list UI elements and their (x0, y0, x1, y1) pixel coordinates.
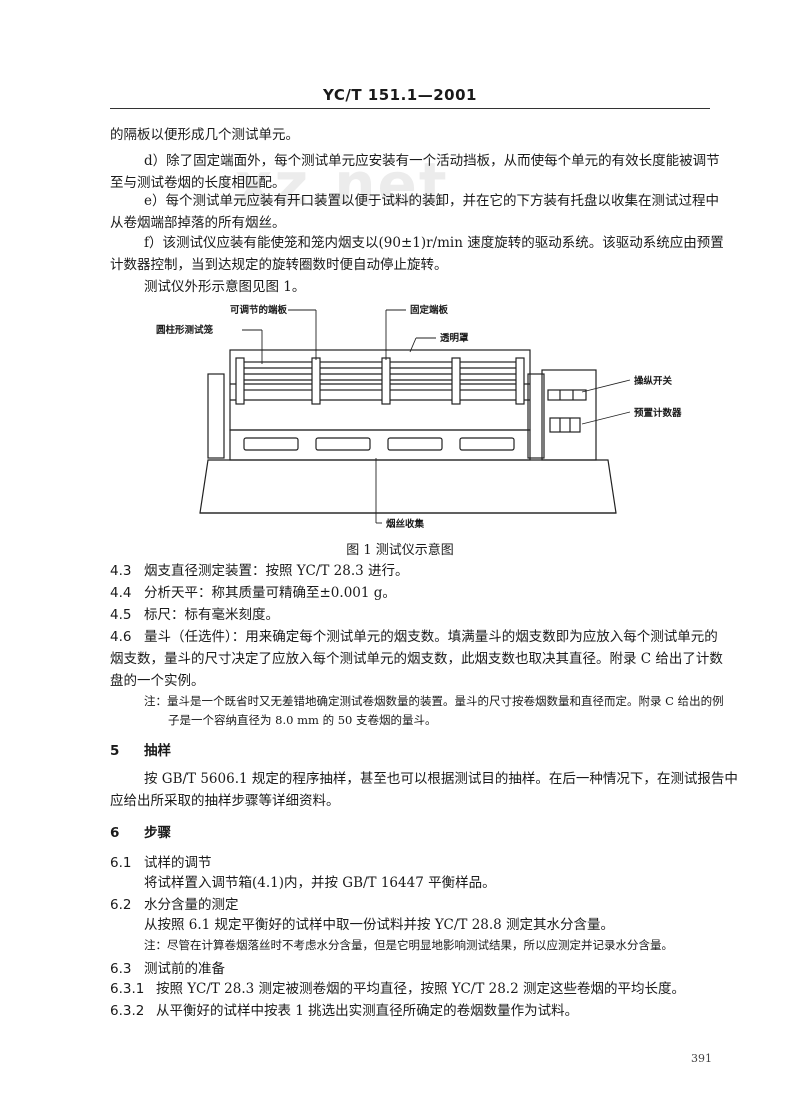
header-rule (110, 108, 710, 109)
paragraph-line: 盘的一个实例。 (110, 673, 205, 689)
control-panel (541, 369, 597, 461)
standard-code-header: YC/T 151.1—2001 (323, 86, 477, 104)
paragraph-line: 至与测试卷烟的长度相匹配。 (110, 175, 286, 191)
machine-base (199, 459, 617, 514)
collector-tray-housing (229, 429, 531, 461)
paragraph-line: 从卷烟端部掉落的所有烟丝。 (110, 215, 286, 231)
apparatus-diagram (199, 309, 631, 524)
section-heading-6: 6 步骤 (110, 822, 171, 844)
clause-number: 4.6 (110, 629, 132, 645)
clause-4-6: 4.6 量斗（任选件）：用来确定每个测试单元的烟支数。填满量斗的烟支数即为应放入每… (110, 626, 718, 648)
paragraph-line: f）该测试仪应装有能使笼和笼内烟支以(90±1)r/min 速度旋转的驱动系统。… (144, 235, 724, 251)
clause-text: 测试前的准备 (144, 961, 225, 977)
clause-text: 水分含量的测定 (144, 897, 239, 913)
clause-number: 6.3.2 (110, 1003, 145, 1019)
paragraph-line: 烟支数，量斗的尺寸决定了应放入每个测试单元的烟支数，此烟支数也取决其直径。附录 … (110, 651, 723, 667)
figure-caption: 图 1 测试仪示意图 (346, 543, 454, 558)
clause-number: 4.3 (110, 563, 132, 579)
clause-number: 4.4 (110, 585, 132, 601)
counter-display (549, 417, 581, 433)
clause-4-4: 4.4 分析天平：称其质量可精确至±0.001 g。 (110, 582, 396, 604)
left-end-support (207, 373, 225, 459)
section-number: 6 (110, 825, 120, 841)
clause-6-3-2: 6.3.2 从平衡好的试样中按表 1 挑选出实测直径所确定的卷烟数量作为试料。 (110, 1000, 578, 1022)
watermark-text: xz.net (235, 150, 449, 218)
paragraph-line: 按 GB/T 5606.1 规定的程序抽样，甚至也可以根据测试目的抽样。在后一种… (144, 771, 738, 787)
label-cylinder-cage: 圆柱形测试笼 (156, 325, 214, 336)
label-transparent-cover: 透明罩 (440, 333, 469, 344)
clause-6-3-1: 6.3.1 按照 YC/T 28.3 测定被测卷烟的平均直径，按照 YC/T 28… (110, 978, 685, 1000)
label-fixed-end-plate: 固定端板 (410, 305, 449, 316)
paragraph-line: 计数器控制，当到达规定的旋转圈数时便自动停止旋转。 (110, 257, 448, 273)
clause-6-1: 6.1 试样的调节 (110, 852, 212, 874)
clause-text: 分析天平：称其质量可精确至±0.001 g。 (144, 585, 396, 601)
label-preset-counter: 预置计数器 (634, 408, 682, 419)
clause-text: 从平衡好的试样中按表 1 挑选出实测直径所确定的卷烟数量作为试料。 (156, 1003, 579, 1019)
clause-text: 标尺：标有毫米刻度。 (144, 607, 279, 623)
clause-number: 6.2 (110, 897, 132, 913)
clause-number: 6.3.1 (110, 981, 145, 997)
section-heading-5: 5 抽样 (110, 740, 171, 762)
paragraph-line: 从按照 6.1 规定平衡好的试样中取一份试料并按 YC/T 28.8 测定其水分… (144, 917, 615, 933)
clause-6-2: 6.2 水分含量的测定 (110, 894, 239, 916)
paragraph-line: 应给出所采取的抽样步骤等详细资料。 (110, 793, 340, 809)
clause-text: 按照 YC/T 28.3 测定被测卷烟的平均直径，按照 YC/T 28.2 测定… (156, 981, 685, 997)
section-title: 抽样 (144, 743, 171, 759)
clause-text: 量斗（任选件）：用来确定每个测试单元的烟支数。填满量斗的烟支数即为应放入每个测试… (144, 629, 718, 645)
right-end-support (527, 373, 545, 459)
page-number: 391 (691, 1052, 712, 1065)
clause-4-5: 4.5 标尺：标有毫米刻度。 (110, 604, 279, 626)
section-title: 步骤 (144, 825, 171, 841)
note-line: 注：尽管在计算卷烟落丝时不考虑水分含量，但是它明显地影响测试结果，所以应测定并记… (144, 938, 673, 952)
paragraph-line: e）每个测试单元应装有开口装置以便于试料的装卸，并在它的下方装有托盘以收集在测试… (144, 193, 719, 209)
clause-text: 烟支直径测定装置：按照 YC/T 28.3 进行。 (144, 563, 409, 579)
clause-number: 6.1 (110, 855, 132, 871)
clause-number: 6.3 (110, 961, 132, 977)
apparatus-figure: 可调节的端板 固定端板 圆柱形测试笼 透明罩 操纵开关 预置计数器 烟丝收集 (150, 298, 710, 538)
clause-text: 试样的调节 (144, 855, 212, 871)
label-adjustable-end-plate: 可调节的端板 (230, 305, 288, 316)
label-tobacco-collector: 烟丝收集 (386, 519, 425, 530)
clause-6-3: 6.3 测试前的准备 (110, 958, 225, 980)
section-number: 5 (110, 743, 120, 759)
paragraph-line: 测试仪外形示意图见图 1。 (144, 279, 306, 295)
clause-number: 4.5 (110, 607, 132, 623)
note-line: 注：量斗是一个既省时又无差错地确定测试卷烟数量的装置。量斗的尺寸按卷烟数量和直径… (144, 694, 724, 708)
clause-4-3: 4.3 烟支直径测定装置：按照 YC/T 28.3 进行。 (110, 560, 409, 582)
paragraph-line: 将试样置入调节箱(4.1)内，并按 GB/T 16447 平衡样品。 (144, 875, 496, 891)
paragraph-line: 的隔板以便形成几个测试单元。 (110, 127, 299, 143)
paragraph-line: d）除了固定端面外，每个测试单元应安装有一个活动挡板，从而使每个单元的有效长度能… (144, 153, 720, 169)
label-control-switch: 操纵开关 (634, 376, 673, 387)
note-line: 子是一个容纳直径为 8.0 mm 的 50 支卷烟的量斗。 (168, 713, 437, 727)
